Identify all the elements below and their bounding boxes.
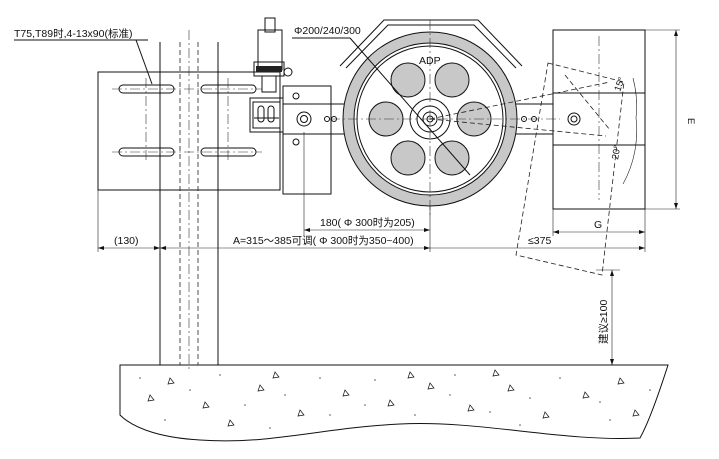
dim-a-label: A=315～385可调( Φ 300时为350~400): [233, 235, 414, 247]
dim-g-label: G: [594, 219, 602, 231]
pit-floor: [119, 364, 669, 442]
mounting-bracket: [97, 71, 281, 191]
overspeed-switch: [253, 17, 300, 146]
adp-label: ADP: [419, 55, 441, 67]
rail-note-label: T75,T89时,4-13x90(标准): [14, 28, 132, 40]
wheel-diameter-label: Φ200/240/300: [294, 25, 361, 37]
dim-130-label: (130): [114, 235, 139, 247]
dim-375-label: ≤375: [528, 235, 551, 247]
dimension-lines: [14, 29, 680, 365]
tension-weight: [552, 29, 646, 210]
suggest-100-label: 建议≥100: [597, 300, 610, 344]
wheel-cover: [339, 19, 523, 69]
annotations: T75,T89时,4-13x90(标准) Φ200/240/300 ADP (1…: [14, 25, 696, 344]
governor-sheave: [292, 20, 560, 218]
tension-arm: [429, 62, 625, 276]
angle-20-label: 20°: [610, 144, 623, 160]
angle-15-label: 15°: [612, 76, 627, 93]
dim-e-label: E: [685, 118, 696, 124]
guide-rail: [159, 30, 219, 372]
dim-180-label: 180( Φ 300时为205): [320, 217, 415, 229]
